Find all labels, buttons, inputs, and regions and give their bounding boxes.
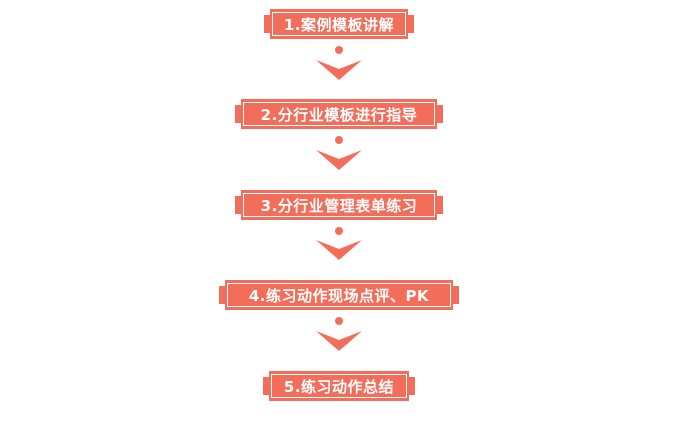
connector-dot-1 [335,46,343,54]
step-box-4: 4.练习动作现场点评、PK [219,280,459,310]
step-label-3: 3.分行业管理表单练习 [260,196,418,215]
step-label-2: 2.分行业模板进行指导 [260,105,418,124]
step-box-2: 2.分行业模板进行指导 [235,99,443,129]
down-chevron-icon-2 [316,150,362,170]
step-box-3: 3.分行业管理表单练习 [235,190,443,220]
step-label-4: 4.练习动作现场点评、PK [248,286,430,305]
step-label-1: 1.案例模板讲解 [283,15,395,34]
connector-dot-2 [335,136,343,144]
step-box-1: 1.案例模板讲解 [264,9,414,39]
down-chevron-icon-1 [316,60,362,80]
connector-dot-4 [335,317,343,325]
down-chevron-icon-3 [316,240,362,260]
step-label-5: 5.练习动作总结 [283,377,395,396]
connector-dot-3 [335,227,343,235]
down-chevron-icon-4 [316,331,362,351]
step-box-5: 5.练习动作总结 [263,371,415,401]
